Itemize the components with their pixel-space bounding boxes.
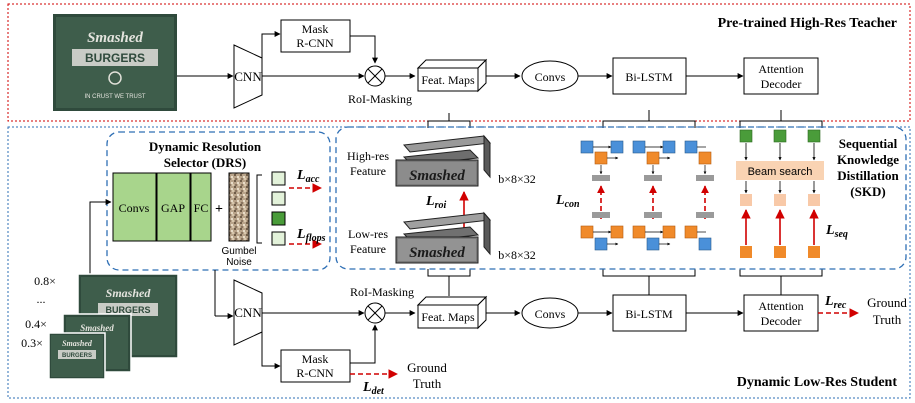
skd-panel [335,126,907,270]
student-section-border [7,126,911,399]
svg-text:Convs: Convs [119,201,150,215]
bilstm-distillation-graph [580,140,714,251]
l-acc-label: Lacc [296,168,320,185]
skd-title-line3: Distillation [837,168,899,183]
svg-text:Smashed: Smashed [87,30,143,46]
svg-text:Ground: Ground [407,360,447,375]
drs-fc-block [190,172,212,242]
svg-text:High-res: High-res [347,149,389,163]
beam-search-graph: Beam search [736,129,824,258]
skd-title-line1: Sequential [839,136,898,151]
l-con-label: Lcon [555,193,580,210]
student-section-title: Dynamic Low-Res Student [737,375,898,390]
svg-text:Attention: Attention [758,299,803,313]
svg-text:RoI-Masking: RoI-Masking [350,285,414,299]
lowres-feature-cube: Smashed [395,211,491,264]
svg-text:Smashed: Smashed [409,168,465,184]
l-det-label: Ldet [362,380,385,397]
gumbel-noise-image [228,172,250,242]
svg-text:Smashed: Smashed [409,245,465,261]
teacher-bilstm [612,57,687,95]
svg-text:R-CNN: R-CNN [296,36,334,50]
drs-scale-option-selected [271,211,286,226]
scale-label-ellipsis: ... [37,292,46,306]
svg-text:Convs: Convs [535,307,566,321]
student-mask-rcnn-box [280,349,351,383]
l-seq-label: Lseq [825,223,848,240]
teacher-roi-masking-op [364,65,386,87]
drs-title-line2: Selector (DRS) [164,155,246,170]
svg-text:Smashed: Smashed [106,286,152,300]
teacher-attention-decoder [743,57,819,95]
svg-text:Smashed: Smashed [62,339,93,348]
drs-gap-block [156,172,191,242]
teacher-cnn-block [233,44,263,109]
beam-search-box [736,161,824,180]
svg-text:Bi-LSTM: Bi-LSTM [625,70,673,84]
drs-convs-block [112,172,157,242]
svg-text:Feature: Feature [350,164,386,178]
l-rec-label: Lrec [824,294,847,311]
svg-text:Feat. Maps: Feat. Maps [421,310,475,324]
teacher-roi-masking-label: RoI-Masking [348,92,412,106]
drs-title-line1: Dynamic Resolution [149,139,262,154]
svg-text:Feat. Maps: Feat. Maps [421,73,475,87]
lstm-group-1 [580,140,624,251]
student-feat-maps [416,295,488,330]
scale-label-0-4: 0.4× [25,317,47,331]
svg-text:Decoder: Decoder [761,77,802,91]
l-flops-label: Lflops [296,227,326,244]
svg-text:BURGERS: BURGERS [105,305,150,315]
drs-scale-option [271,191,286,206]
svg-text:Bi-LSTM: Bi-LSTM [625,307,673,321]
l-roi-label: Lroi [425,194,446,211]
svg-text:Convs: Convs [535,70,566,84]
svg-text:+: + [215,202,223,217]
svg-text:Ground: Ground [867,295,907,310]
teacher-feat-maps [416,58,488,93]
svg-text:Smashed: Smashed [80,323,114,333]
svg-text:Noise: Noise [226,257,252,268]
svg-text:Truth: Truth [413,376,442,391]
drs-scale-option [271,231,286,246]
svg-text:Beam search: Beam search [748,166,813,178]
skd-title-line4: (SKD) [850,184,885,199]
svg-text:IN CRUST WE TRUST: IN CRUST WE TRUST [84,94,145,100]
student-roi-masking-op [364,302,386,324]
svg-text:Mask: Mask [302,352,329,366]
highres-feature-cube: Smashed [395,134,491,187]
svg-text:R-CNN: R-CNN [296,366,334,380]
svg-text:CNN: CNN [234,305,262,320]
svg-text:Mask: Mask [302,22,329,36]
svg-text:BURGERS: BURGERS [85,51,145,65]
student-input-image-0-3: Smashed BURGERS [48,332,106,380]
teacher-input-image: Smashed BURGERS IN CRUST WE TRUST [53,14,177,111]
teacher-mask-rcnn-box [280,19,351,53]
svg-text:b×8×32: b×8×32 [498,172,536,186]
svg-text:BURGERS: BURGERS [62,353,92,359]
drs-scale-option [271,171,286,186]
svg-text:Decoder: Decoder [761,314,802,328]
svg-text:Truth: Truth [873,312,902,327]
svg-text:Attention: Attention [758,62,803,76]
lstm-group-3 [684,140,714,251]
lstm-group-2 [632,140,676,251]
student-bilstm [612,294,687,332]
svg-text:Gumbel: Gumbel [221,246,256,257]
teacher-section-title: Pre-trained High-Res Teacher [718,16,897,31]
scale-label-0-8: 0.8× [34,274,56,288]
svg-text:b×8×32: b×8×32 [498,248,536,262]
svg-text:Low-res: Low-res [348,227,388,241]
svg-text:GAP: GAP [161,201,185,215]
skd-title-line2: Knowledge [837,152,899,167]
teacher-cnn-label: CNN [234,69,262,84]
svg-text:FC: FC [194,201,209,215]
svg-text:Feature: Feature [350,242,386,256]
scale-label-0-3: 0.3× [21,336,43,350]
